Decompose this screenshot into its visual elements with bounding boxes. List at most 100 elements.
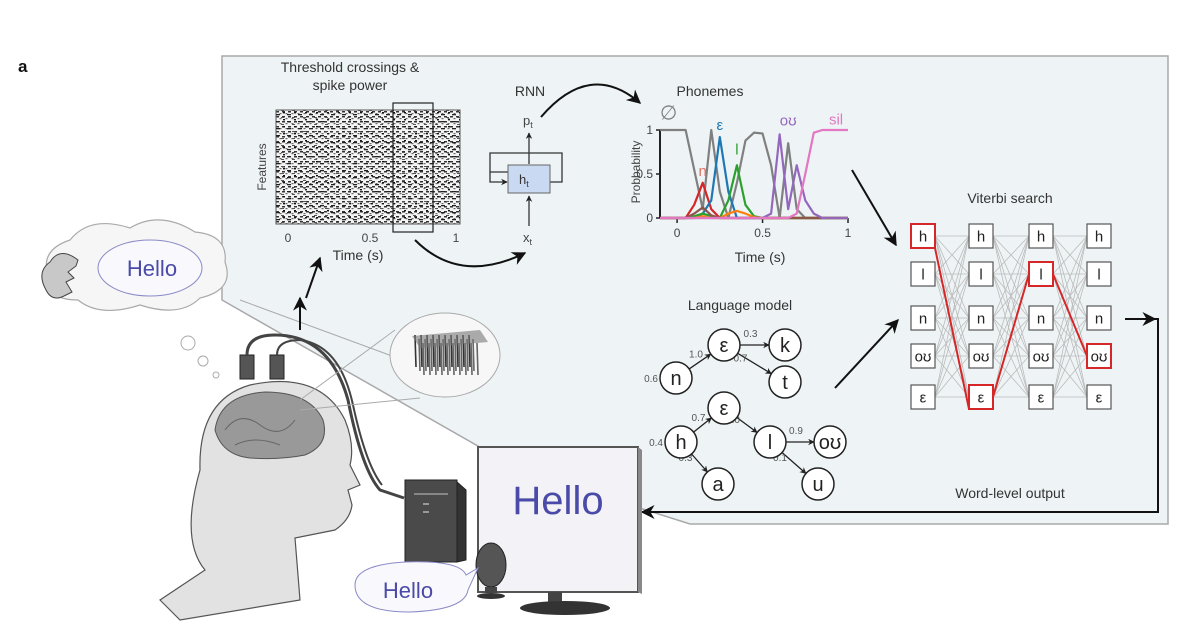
viterbi-node-l: l [968,261,994,287]
arrow-rnn-to-phonemes [540,83,642,118]
lm-node-prior: 0.6 [644,374,658,385]
implant-connector-left [239,354,255,380]
viterbi-node-ε: ε [910,384,936,410]
raster-xtick-0: 0 [285,231,292,245]
phoneme-label: oʊ [780,113,797,130]
speech-text: Hello [383,578,433,603]
svg-text:l: l [1039,267,1042,284]
arrow-lm-to-viterbi [834,318,899,389]
rnn-input-label: xt [523,230,533,247]
raster-xtick-0.5: 0.5 [362,231,379,245]
arrow-raster-to-rnn [414,239,527,268]
svg-text:ε: ε [978,390,985,407]
raster-title-line1: Threshold crossings & [281,59,420,75]
viterbi-node-n: n [1028,305,1054,331]
svg-text:oʊ: oʊ [915,349,932,366]
phoneme-label: ε [716,117,723,134]
phoneme-chart-xlabel: Time (s) [735,249,786,265]
lm-node-a: a [701,467,735,501]
svg-text:t: t [782,372,788,394]
word-level-output-label: Word-level output [955,485,1065,501]
viterbi-node-h: h [1086,223,1112,249]
viterbi-node-l: l [1028,261,1054,287]
rnn-hidden-label: ht [519,172,529,189]
phoneme-ytick: 1 [646,123,653,137]
viterbi-node-n: n [910,305,936,331]
lm-edge-prob: 0.9 [789,426,803,437]
lm-edge [691,453,708,473]
svg-text:l: l [921,267,924,284]
lm-node-oʊ: oʊ [813,425,847,459]
phoneme-xtick: 1 [845,226,852,240]
lm-edge [737,352,772,375]
lm-node-l: l [753,425,787,459]
svg-text:ε: ε [1038,390,1045,407]
rnn-recurrent-loop [489,152,563,183]
brain-icon [214,391,325,460]
phoneme-label: ∅ [660,102,677,124]
phoneme-chart-title: Phonemes [677,83,744,99]
viterbi-title: Viterbi search [967,190,1052,206]
implant-cable [245,333,405,500]
svg-text:k: k [780,335,791,357]
rnn-block: RNN pt ht xt [489,83,563,247]
svg-text:n: n [1037,311,1045,328]
viterbi-node-oʊ: oʊ [1028,343,1054,369]
face-silhouette-icon [41,253,79,299]
svg-text:n: n [977,311,985,328]
rnn-title: RNN [515,83,545,99]
svg-text:oʊ: oʊ [819,432,842,454]
viterbi-best-path-segment [934,247,970,410]
svg-text:h: h [919,229,927,246]
thought-text: Hello [127,256,177,281]
lm-edge [688,353,712,370]
svg-text:oʊ: oʊ [973,349,990,366]
raster-ylabel: Features [255,143,269,190]
viterbi-node-ε: ε [1086,384,1112,410]
viterbi-node-h: h [910,223,936,249]
viterbi-node-oʊ: oʊ [910,343,936,369]
svg-text:n: n [919,311,927,328]
svg-text:ε: ε [920,390,927,407]
computer-tower-icon [404,479,467,563]
lm-node-prior: 0.4 [649,438,663,449]
lm-node-t: t [768,365,802,399]
lm-node-ε: ε [707,328,741,362]
svg-text:l: l [1097,267,1100,284]
svg-text:oʊ: oʊ [1091,349,1108,366]
viterbi-node-h: h [968,223,994,249]
monitor-icon: Hello [477,446,642,615]
viterbi-node-ε: ε [968,384,994,410]
lm-node-n: n0.6 [644,361,693,395]
rnn-output-label: pt [523,113,533,130]
lm-edge [693,417,712,433]
phoneme-chart-ylabel: Probbability [629,141,643,204]
svg-text:h: h [1095,229,1103,246]
phoneme-label: n [699,163,707,180]
phoneme-xtick: 0.5 [754,226,771,240]
person-head-illustration [159,381,361,621]
viterbi-node-ε: ε [1028,384,1054,410]
phoneme-ytick: 0.5 [636,167,653,181]
raster-image-overlay [276,110,460,224]
panel-label: a [18,57,28,76]
phoneme-series-sil [660,128,848,220]
lm-edge [781,452,807,474]
lm-edge-prob: 0.1 [773,453,787,464]
raster-title-line2: spike power [313,77,388,93]
phoneme-ytick: 0 [646,211,653,225]
scene: Hello [41,219,642,621]
viterbi-node-n: n [968,305,994,331]
rnn-hidden-state [507,164,551,194]
electrode-array-icon [412,330,488,376]
svg-text:h: h [675,432,686,454]
speaker-icon [475,542,507,599]
arrow-phonemes-to-viterbi [851,169,897,247]
viterbi-node-l: l [910,261,936,287]
viterbi-node-l: l [1086,261,1112,287]
lm-edge-prob: 0.7 [692,413,706,424]
viterbi-node-oʊ: oʊ [1086,343,1112,369]
lm-edge-prob: 1.0 [689,350,703,361]
